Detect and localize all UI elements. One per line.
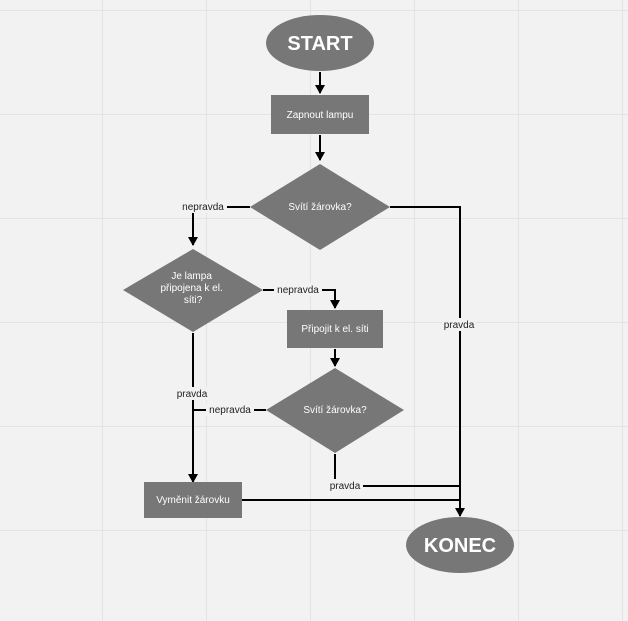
decision2-line2: připojena k el. xyxy=(160,283,222,294)
decision1-node[interactable]: Svítí žárovka? xyxy=(250,164,390,250)
edge-decision1-true xyxy=(390,206,465,517)
label-d3-false: nepravda xyxy=(209,405,251,416)
decision2-line1: Je lampa xyxy=(171,271,212,282)
end-node[interactable]: KONEC xyxy=(406,517,514,573)
start-label: START xyxy=(287,33,352,55)
replace-bulb-node[interactable]: Vyměnit žárovku xyxy=(144,482,242,518)
replace-bulb-label: Vyměnit žárovku xyxy=(156,495,230,506)
turn-on-lamp-node[interactable]: Zapnout lampu xyxy=(271,95,369,134)
decision1-label: Svítí žárovka? xyxy=(288,202,352,213)
label-d1-false: nepravda xyxy=(182,202,224,213)
decision2-node[interactable]: Je lampa připojena k el. síti? xyxy=(123,249,263,332)
decision3-node[interactable]: Svítí žárovka? xyxy=(266,368,404,453)
start-node[interactable]: START xyxy=(266,15,374,71)
turn-on-lamp-label: Zapnout lampu xyxy=(287,110,354,121)
label-d3-true: pravda xyxy=(330,481,361,492)
label-d1-true: pravda xyxy=(444,320,475,331)
edge-labels: nepravda pravda nepravda pravda nepravda… xyxy=(174,200,476,492)
decision2-line3: síti? xyxy=(184,295,203,306)
connect-label: Připojit k el. síti xyxy=(301,324,368,335)
decision3-label: Svítí žárovka? xyxy=(303,405,367,416)
connect-node[interactable]: Připojit k el. síti xyxy=(287,310,383,348)
label-d2-false: nepravda xyxy=(277,285,319,296)
decision2-label: Je lampa připojena k el. síti? xyxy=(160,271,225,306)
label-d2-true: pravda xyxy=(177,389,208,400)
end-label: KONEC xyxy=(424,535,496,557)
